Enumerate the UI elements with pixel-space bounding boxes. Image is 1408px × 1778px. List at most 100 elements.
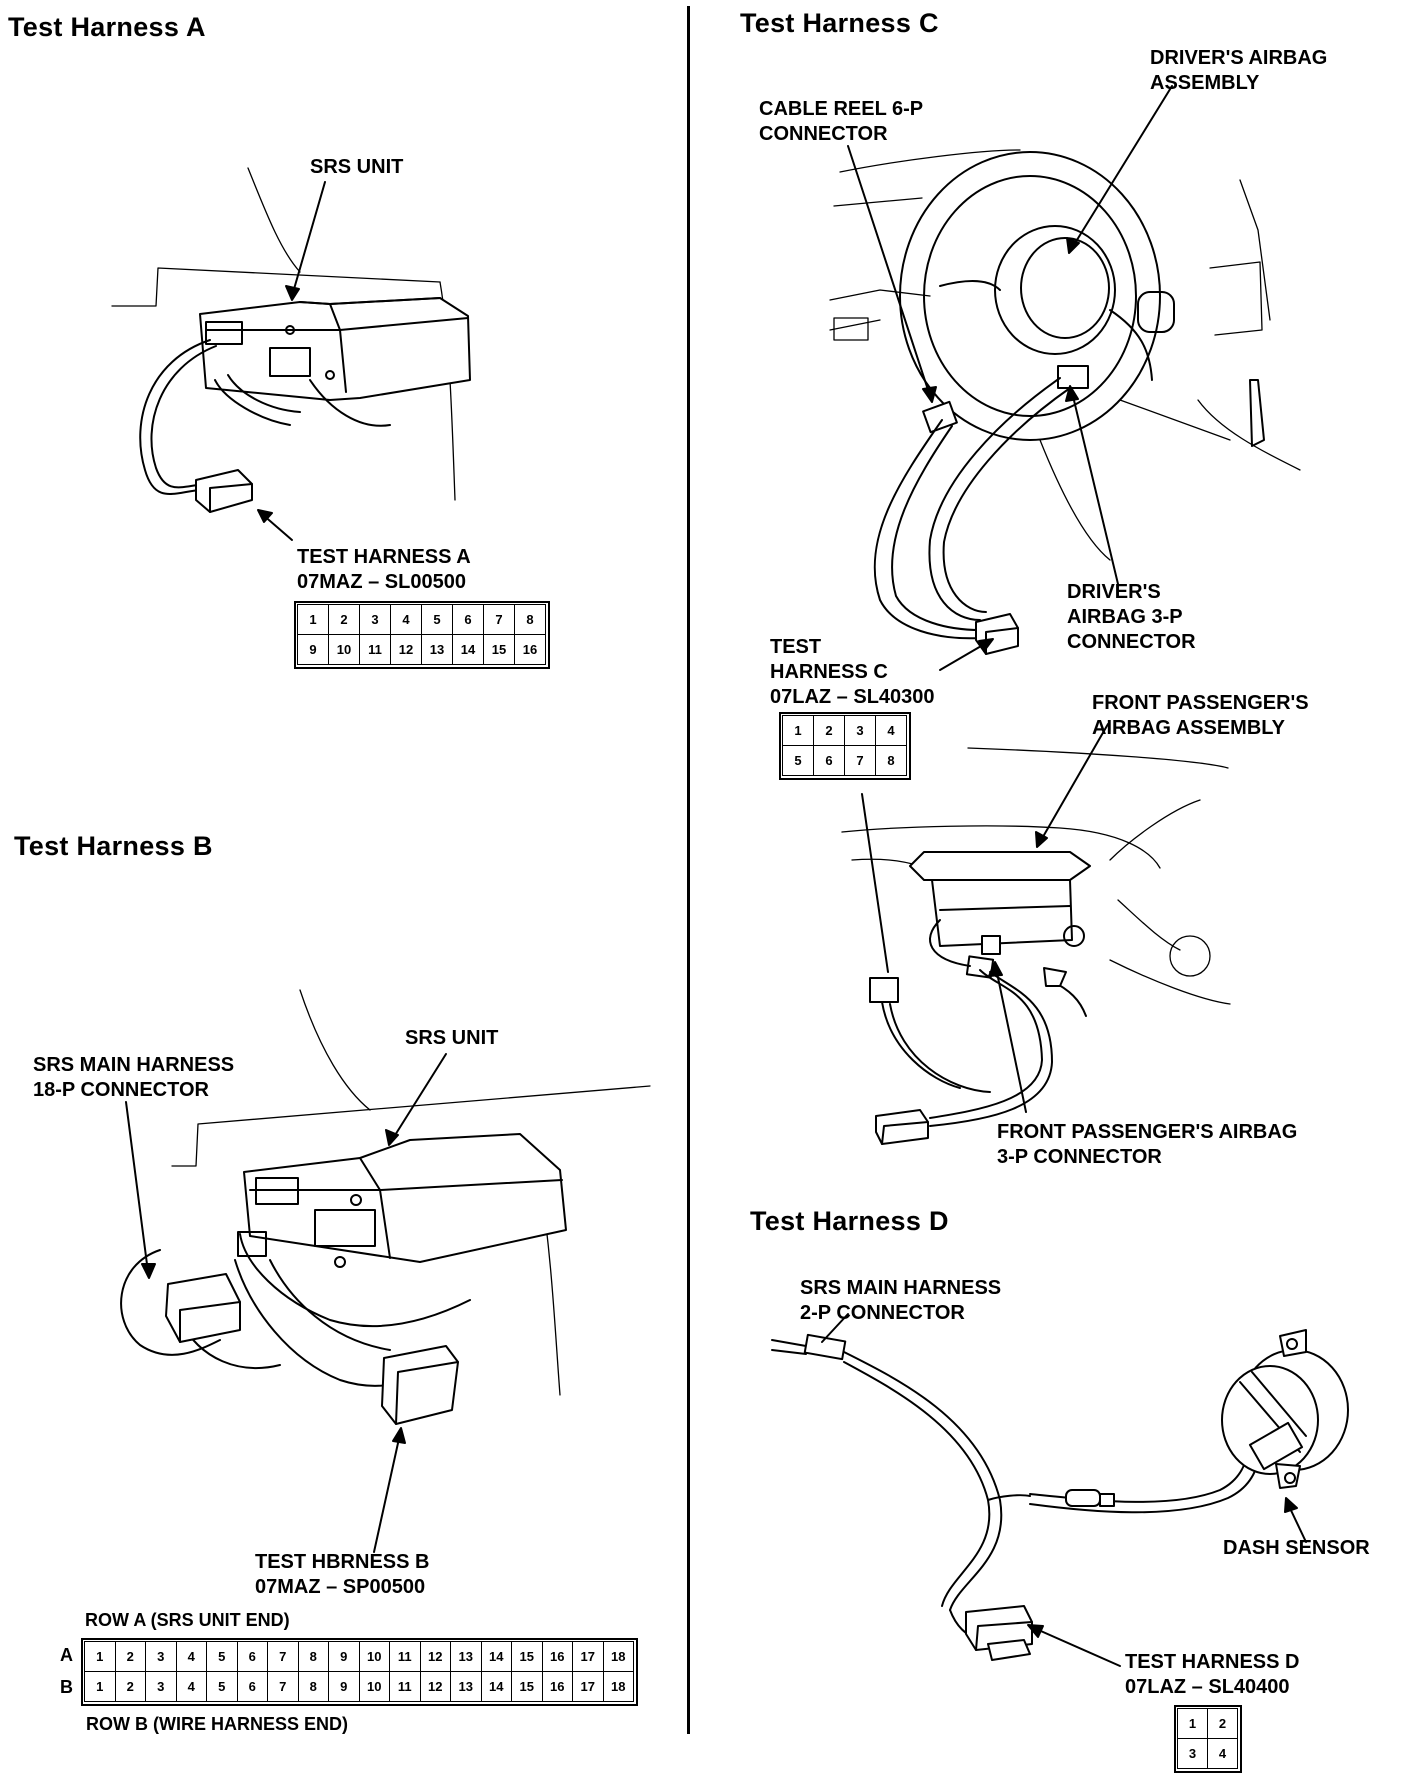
- label-test-harness-d-line1: TEST HARNESS D: [1125, 1651, 1300, 1673]
- connector-pin: 3: [145, 1641, 177, 1672]
- connector-pin: 13: [450, 1641, 482, 1672]
- label-test-harness-a-part-number: 07MAZ – SL00500: [297, 571, 466, 593]
- connector-pin: 6: [236, 1671, 268, 1702]
- connector-pin: 16: [541, 1641, 573, 1672]
- connector-pin: 4: [875, 715, 907, 746]
- connector-pin: 4: [390, 604, 422, 635]
- label-drivers-3p-line2: AIRBAG 3-P: [1067, 606, 1183, 628]
- label-srs-main-harness-18p: SRS MAIN HARNESS 18-P CONNECTOR: [33, 1053, 234, 1103]
- connector-pin: 10: [328, 634, 360, 665]
- connector-pin: 5: [782, 745, 814, 776]
- label-test-harness-a: TEST HARNESS A 07MAZ – SL00500: [297, 545, 471, 595]
- label-test-harness-d-part-number: 07LAZ – SL40400: [1125, 1676, 1290, 1698]
- connector-pin: 6: [452, 604, 484, 635]
- harness-c-drawing: [829, 85, 1301, 671]
- label-test-harness-c: TEST HARNESS C 07LAZ – SL40300: [770, 635, 935, 710]
- connector-pin: 2: [1207, 1708, 1238, 1739]
- connector-pin: 14: [480, 1641, 512, 1672]
- label-srs-main-harness-2p-line1: SRS MAIN HARNESS: [800, 1277, 1002, 1299]
- connector-pin: 11: [359, 634, 391, 665]
- label-passenger-assembly-line2: AIRBAG ASSEMBLY: [1092, 717, 1285, 739]
- connector-pin: 18: [602, 1641, 634, 1672]
- connector-pin: 7: [483, 604, 515, 635]
- label-drivers-airbag-assembly-line2: ASSEMBLY: [1150, 72, 1260, 94]
- label-passenger-3p-line1: FRONT PASSENGER'S AIRBAG: [997, 1121, 1298, 1143]
- connector-pin: 8: [297, 1671, 329, 1702]
- title-test-harness-c: Test Harness C: [740, 8, 939, 38]
- connector-pin: 6: [813, 745, 845, 776]
- harness-a-drawing: [111, 167, 471, 541]
- label-cable-reel-connector: CABLE REEL 6-P CONNECTOR: [759, 97, 923, 147]
- connector-pin: 16: [541, 1671, 573, 1702]
- label-test-harness-b: TEST HBRNESS B 07MAZ – SP00500: [255, 1550, 429, 1600]
- connector-pin: 8: [875, 745, 907, 776]
- connector-pin: 4: [175, 1641, 207, 1672]
- connector-pin: 2: [114, 1641, 146, 1672]
- label-passenger-assembly-line1: FRONT PASSENGER'S: [1092, 692, 1309, 714]
- label-drivers-3p-line1: DRIVER'S: [1067, 581, 1161, 603]
- connector-pin: 18: [602, 1671, 634, 1702]
- connector-pin: 14: [480, 1671, 512, 1702]
- label-srs-unit-a: SRS UNIT: [310, 156, 404, 178]
- label-front-passengers-3p-connector: FRONT PASSENGER'S AIRBAG 3-P CONNECTOR: [997, 1120, 1297, 1170]
- label-drivers-3p-line3: CONNECTOR: [1067, 631, 1196, 653]
- connector-pin: 9: [297, 634, 329, 665]
- label-test-harness-a-line1: TEST HARNESS A: [297, 546, 471, 568]
- connector-pin: 3: [1177, 1738, 1208, 1769]
- connector-pin: 13: [450, 1671, 482, 1702]
- label-test-harness-b-line1: TEST HBRNESS B: [255, 1551, 430, 1573]
- connector-pin: 4: [1207, 1738, 1238, 1769]
- label-srs-main-harness-2p-line2: 2-P CONNECTOR: [800, 1302, 965, 1324]
- connector-pin: 17: [572, 1641, 604, 1672]
- label-cable-reel-connector-line1: CABLE REEL 6-P: [759, 98, 924, 120]
- connector-pin: 15: [511, 1671, 543, 1702]
- caption-row-a: ROW A (SRS UNIT END): [85, 1610, 290, 1630]
- connector-pin: 7: [267, 1641, 299, 1672]
- label-cable-reel-connector-line2: CONNECTOR: [759, 123, 888, 145]
- label-srs-main-harness-18p-line1: SRS MAIN HARNESS: [33, 1054, 235, 1076]
- label-front-passengers-airbag-assembly: FRONT PASSENGER'S AIRBAG ASSEMBLY: [1092, 691, 1309, 741]
- connector-pin: 17: [572, 1671, 604, 1702]
- connector-pin: 2: [114, 1671, 146, 1702]
- label-test-harness-c-line2: HARNESS C: [770, 661, 888, 683]
- connector-pin: 12: [419, 1641, 451, 1672]
- connector-pin: 15: [483, 634, 515, 665]
- connector-pin: 9: [328, 1641, 360, 1672]
- connector-pin: 8: [514, 604, 546, 635]
- harness-b-drawing: [120, 989, 651, 1553]
- connector-pin: 2: [328, 604, 360, 635]
- connector-pin: 8: [297, 1641, 329, 1672]
- label-passenger-3p-line2: 3-P CONNECTOR: [997, 1146, 1162, 1168]
- label-test-harness-b-part-number: 07MAZ – SP00500: [255, 1576, 426, 1598]
- connector-pin: 5: [206, 1671, 238, 1702]
- connector-pin: 1: [782, 715, 814, 746]
- connector-pin: 3: [359, 604, 391, 635]
- connector-pin: 1: [1177, 1708, 1208, 1739]
- label-drivers-airbag-assembly-line1: DRIVER'S AIRBAG: [1150, 47, 1328, 69]
- title-test-harness-a: Test Harness A: [8, 12, 206, 42]
- label-drivers-airbag-assembly: DRIVER'S AIRBAG ASSEMBLY: [1150, 46, 1327, 96]
- label-srs-main-harness-2p: SRS MAIN HARNESS 2-P CONNECTOR: [800, 1276, 1001, 1326]
- connector-pin: 2: [813, 715, 845, 746]
- connector-pin: 3: [145, 1671, 177, 1702]
- connector-pin: 1: [84, 1671, 116, 1702]
- connector-pin: 12: [419, 1671, 451, 1702]
- label-drivers-airbag-3p-connector: DRIVER'S AIRBAG 3-P CONNECTOR: [1067, 580, 1196, 655]
- label-srs-main-harness-18p-line2: 18-P CONNECTOR: [33, 1079, 209, 1101]
- connector-pin: 1: [297, 604, 329, 635]
- column-divider: [687, 6, 690, 1734]
- connector-pin: 16: [514, 634, 546, 665]
- label-srs-unit-b: SRS UNIT: [405, 1027, 499, 1049]
- connector-pin: 3: [844, 715, 876, 746]
- title-test-harness-d: Test Harness D: [750, 1206, 949, 1236]
- connector-pin: 7: [844, 745, 876, 776]
- title-test-harness-b: Test Harness B: [14, 831, 213, 861]
- connector-pin: 5: [206, 1641, 238, 1672]
- connector-pin: 13: [421, 634, 453, 665]
- connector-pin: 11: [389, 1671, 421, 1702]
